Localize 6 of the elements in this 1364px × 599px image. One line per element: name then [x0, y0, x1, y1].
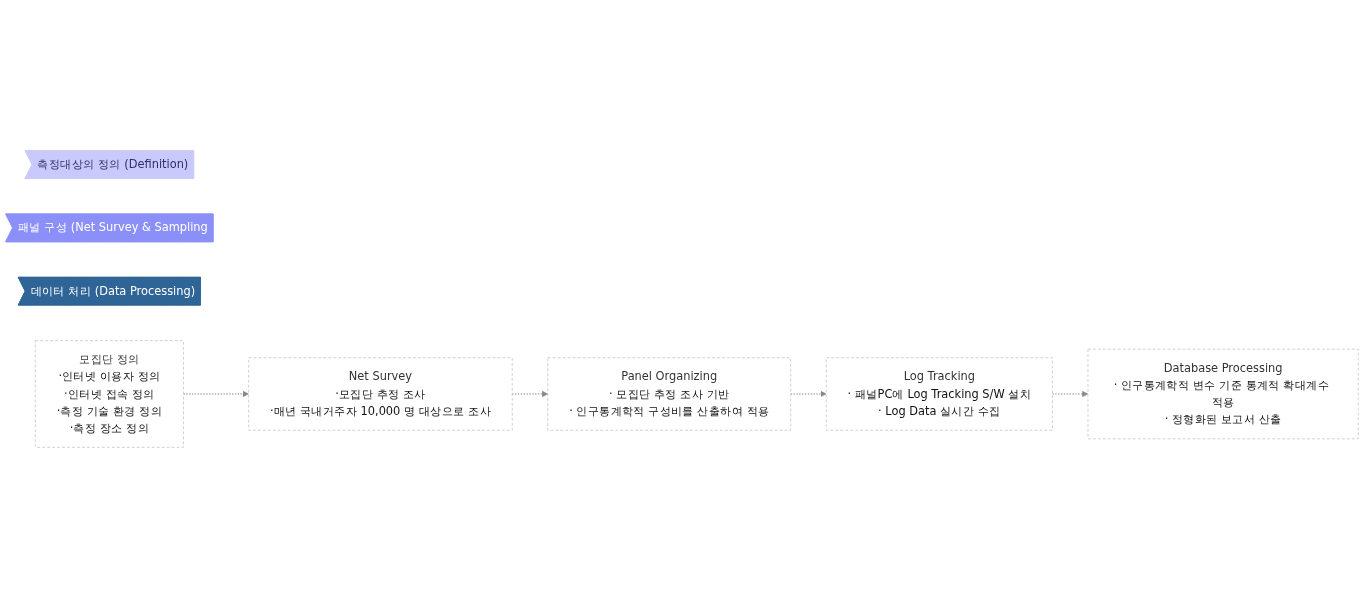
arrow [790, 391, 827, 398]
node-box: Panel Organizing · 모집단 추정 조사 기반 · 인구통계학적 구성비를 산출하여 적용 [547, 357, 792, 432]
node-box: Net Survey ·모집단 추정 조사 ·매년 국내거주자 10,000 명 대상으로 조사 [248, 357, 513, 432]
node-box: Log Tracking · 패널PC에 Log Tracking S/W 설치 · Log Data 실시간 수집 [825, 357, 1053, 432]
node-box: Database Processing · 인구통계학적 변수 기준 통계적 확대계수 적용 · 정형화된 보고서 산출 [1087, 349, 1359, 440]
node-box: 모집단 정의 ·인터넷 이용자 정의 ·인터넷 접속 정의 ·측정 기술 환경 정의 ·측정 장소 정의 [34, 340, 184, 449]
